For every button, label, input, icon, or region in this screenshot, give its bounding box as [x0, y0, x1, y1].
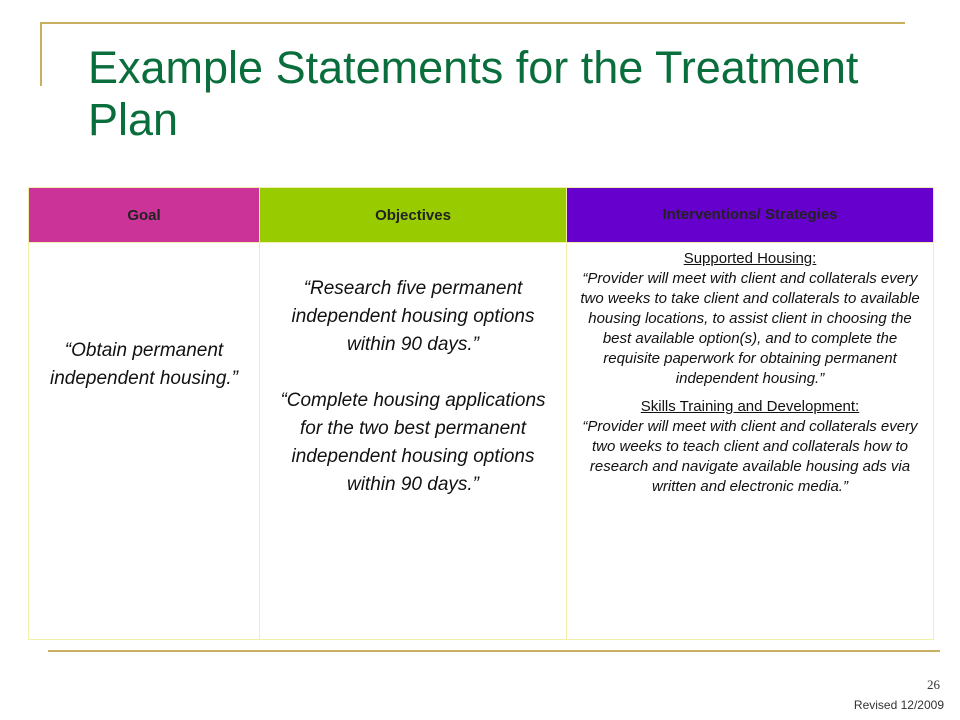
slide-title: Example Statements for the Treatment Pla… — [88, 42, 859, 145]
intervention-text: “Provider will meet with client and coll… — [582, 418, 918, 495]
intervention-heading: Skills Training and Development: — [640, 398, 860, 415]
objective-2: “Complete housing applications for the t… — [280, 390, 546, 495]
revised-note: Revised 12/2009 — [853, 698, 944, 712]
left-rule — [40, 22, 42, 86]
objective-1: “Research five permanent independent hou… — [291, 278, 535, 355]
interventions-header: Interventions/ Strategies — [566, 187, 934, 243]
intervention-heading: Supported Housing: — [683, 250, 817, 267]
goal-cell: “Obtain permanent independent housing.” — [28, 242, 260, 640]
intervention-skills-training: Skills Training and Development: “Provid… — [567, 389, 933, 497]
treatment-plan-table: Goal Objectives Interventions/ Strategie… — [28, 187, 934, 640]
page-number: 26 — [927, 677, 940, 692]
bottom-rule — [48, 650, 940, 652]
intervention-text: “Provider will meet with client and coll… — [580, 270, 920, 387]
goal-statement: “Obtain permanent independent housing.” — [49, 340, 239, 389]
goal-header: Goal — [28, 187, 260, 243]
interventions-cell: Supported Housing: “Provider will meet w… — [566, 242, 934, 640]
table-row: “Obtain permanent independent housing.” … — [28, 242, 934, 640]
objectives-cell: “Research five permanent independent hou… — [259, 242, 567, 640]
objectives-header: Objectives — [259, 187, 567, 243]
table-header-row: Goal Objectives Interventions/ Strategie… — [28, 187, 934, 243]
top-rule — [40, 22, 905, 24]
intervention-supported-housing: Supported Housing: “Provider will meet w… — [567, 243, 933, 389]
